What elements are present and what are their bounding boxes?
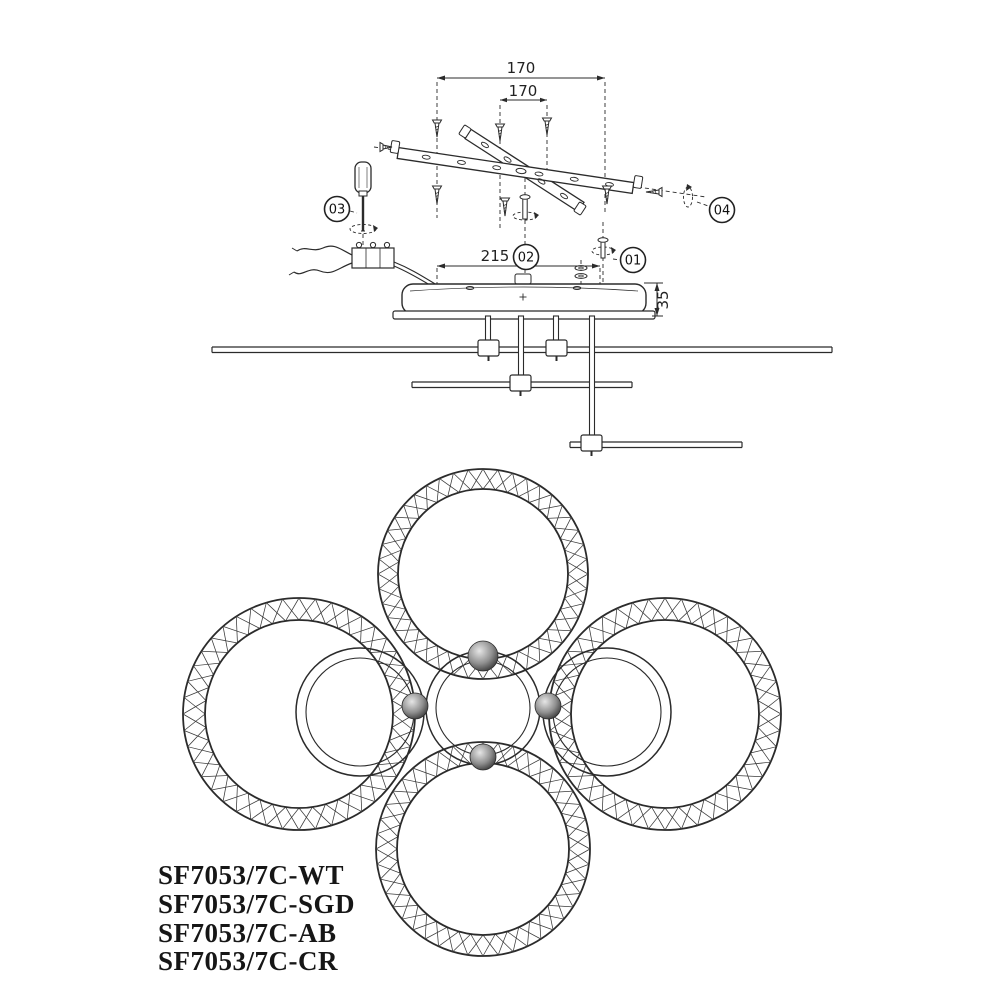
mounting-screws [379,117,663,217]
fixture-arms-side-view [211,315,833,456]
model-number-list: SF7053/7C-WT SF7053/7C-SGD SF7053/7C-AB … [158,860,355,976]
screw-icon [431,185,443,205]
step-badge-03: 03 [323,195,351,223]
dim-label-outer-170: 170 [507,59,536,77]
screwdriver-icon [354,161,372,232]
step-badge-01-circle [619,246,647,274]
ring-chandelier-top-view [182,468,782,957]
step-badge-02: 02 [512,243,540,271]
screw-icon [431,119,443,138]
dim-label-35: 35 [654,290,672,309]
model-code-sgd: SF7053/7C-SGD [158,889,355,919]
screw-icon [541,117,553,136]
rotate-arrow-icon [683,184,693,208]
model-code-ab: SF7053/7C-AB [158,918,337,948]
step-badge-03-label: 03 [329,203,346,218]
step-badge-04: 04 [708,196,736,224]
screw-icon [379,141,393,153]
screw-icon [601,185,613,205]
screw-icon [494,123,506,142]
step-badge-01: 01 [619,246,647,274]
step-badge-02-circle [512,243,540,271]
step-badge-04-label: 04 [714,204,731,219]
step-badge-03-circle [323,195,351,223]
step-badge-01-label: 01 [625,254,642,269]
model-code-cr: SF7053/7C-CR [158,946,338,976]
dim-label-215: 215 [481,247,510,265]
mounting-cross-bracket [389,124,644,216]
screw-icon [645,186,663,198]
ceiling-canopy-side-view [392,273,656,320]
model-code-wt: SF7053/7C-WT [158,860,344,890]
step-badge-02-label: 02 [518,251,535,266]
screw-icon [499,197,511,217]
step-badges: 03 04 02 01 [323,195,736,274]
dim-label-inner-170: 170 [509,82,538,100]
step-badge-04-circle [708,196,736,224]
